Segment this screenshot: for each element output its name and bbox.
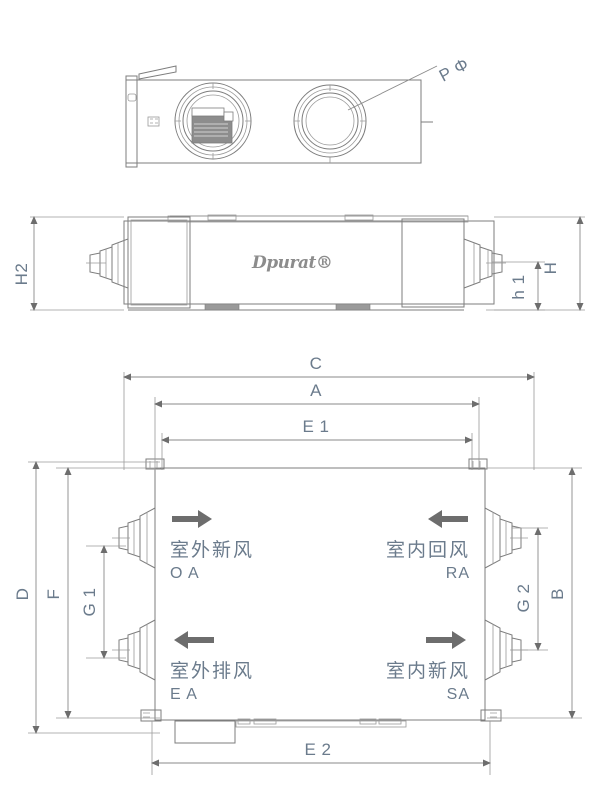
dim-E2: E 2 — [151, 721, 491, 775]
front-view-duct-left — [86, 238, 129, 289]
dim-label-F-text: F — [44, 589, 63, 600]
dim-H2 — [30, 216, 124, 311]
plan-view-drain-pan — [174, 720, 236, 744]
dim-D — [28, 461, 160, 734]
dim-label-A-text: A — [310, 381, 322, 400]
arrow-left-icon-RA — [428, 510, 468, 528]
port-label-SA-cn: 室内新风 — [386, 660, 470, 682]
top-view — [125, 65, 438, 168]
top-view-duct-left — [174, 82, 252, 160]
dim-label-H-text: H — [541, 262, 560, 275]
dim-A: A — [154, 381, 480, 470]
dim-G1 — [86, 545, 126, 659]
dim-C: C — [123, 354, 535, 470]
arrow-left-icon-EA — [174, 631, 214, 649]
dim-label-H: H — [541, 262, 560, 275]
plan-view-bracket-bottom-left — [140, 709, 162, 722]
port-label-RA-code: RA — [446, 565, 470, 582]
top-view-tab — [138, 65, 177, 80]
dim-F — [56, 467, 160, 719]
top-view-duct-right — [293, 84, 367, 163]
port-label-OA: 室外新风 O A — [170, 510, 254, 582]
dim-label-G1: G 1 — [80, 588, 99, 617]
port-label-OA-cn: 室外新风 — [170, 539, 254, 561]
port-label-RA: 室内回风 RA — [386, 510, 470, 582]
dim-label-B: B — [548, 588, 567, 600]
port-label-SA-code: SA — [447, 686, 470, 703]
plan-view-bracket-top-right — [468, 458, 488, 470]
plan-view-port-right-top — [484, 507, 528, 569]
plan-view-strip-slot-c — [359, 718, 377, 725]
plan-view-strip-slot-b — [253, 718, 277, 725]
dim-label-E1-text: E 1 — [302, 417, 329, 436]
dim-H — [494, 216, 585, 311]
front-view-foot-b — [335, 303, 371, 311]
front-view-foot-a — [204, 303, 240, 311]
port-label-SA: 室内新风 SA — [386, 631, 470, 703]
dim-label-D-text: D — [13, 588, 32, 601]
dim-label-F: F — [44, 589, 63, 600]
front-view-duct-right — [463, 238, 506, 289]
dim-label-P: P Φ — [436, 54, 472, 85]
dim-label-G2: G 2 — [514, 584, 533, 613]
dim-label-G1-text: G 1 — [80, 588, 99, 617]
port-label-EA-cn: 室外排风 — [170, 660, 254, 682]
plan-view-port-left-top — [112, 507, 156, 569]
port-label-EA-code: E A — [170, 686, 198, 703]
plan-view-strip-slot-a — [237, 718, 251, 725]
plan-view-strip-slot-d — [378, 718, 402, 725]
dim-label-E2-text: E 2 — [304, 740, 331, 759]
front-view-rail-strip — [167, 215, 469, 223]
plan-view-port-left-bottom — [112, 619, 156, 681]
top-view-connector-grid — [150, 118, 158, 124]
dim-label-H2-text: H2 — [12, 263, 31, 286]
port-label-EA: 室外排风 E A — [170, 631, 254, 703]
front-view-left-panel-inner — [130, 219, 188, 306]
top-view-end-plate — [125, 76, 138, 167]
dim-h1 — [486, 261, 545, 311]
front-view-rail-slot-b — [344, 214, 374, 221]
top-view-connector-a — [127, 93, 137, 102]
brand-logo: Dpurat® — [251, 253, 332, 273]
plan-view-bracket-bottom-right — [480, 709, 502, 722]
dim-E1: E 1 — [161, 417, 473, 470]
dim-B — [487, 467, 582, 719]
plan-view-bottom-strip — [235, 720, 407, 728]
dim-label-h1-text: h 1 — [509, 274, 528, 299]
front-view-left-panel — [127, 216, 191, 309]
front-view: Dpurat® — [86, 214, 506, 311]
dim-label-H2: H2 — [12, 263, 31, 286]
top-view-left-flange — [125, 75, 138, 168]
dim-label-h1: h 1 — [509, 274, 528, 299]
front-view-right-panel — [401, 218, 465, 308]
plan-view — [112, 458, 528, 744]
dim-label-P-text: P Φ — [436, 54, 472, 85]
front-view-rail-slot-a — [207, 214, 237, 221]
top-view-housing — [125, 79, 422, 164]
dim-label-G2-text: G 2 — [514, 584, 533, 613]
dim-label-B-text: B — [548, 588, 567, 600]
dim-label-D: D — [13, 588, 32, 601]
arrow-right-icon-OA — [172, 510, 212, 528]
port-label-RA-cn: 室内回风 — [386, 539, 470, 561]
arrow-right-icon-SA — [426, 631, 466, 649]
dim-label-C-text: C — [310, 354, 323, 373]
top-view-connector-b — [147, 116, 160, 127]
dim-G2 — [512, 527, 548, 651]
port-label-OA-code: O A — [170, 565, 200, 582]
plan-view-body — [154, 467, 486, 721]
p-phi-leader-line — [347, 65, 438, 111]
